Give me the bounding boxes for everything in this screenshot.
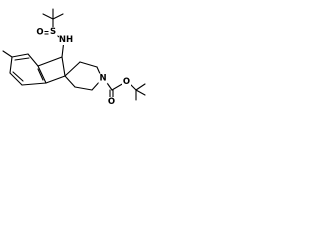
chemical-structure-diagram: S O NH N O O xyxy=(2,8,146,107)
cyclopentane-bond-4 xyxy=(37,56,63,67)
ester-oxygen-atom: O xyxy=(122,77,131,87)
benzene-inner-double-3 xyxy=(37,68,44,81)
sulfinyl-oxygen-atom: O xyxy=(35,27,45,38)
cyclopentane-bond-2 xyxy=(45,75,66,84)
piperidine-bond-1 xyxy=(64,61,81,77)
benzene-bond-3 xyxy=(9,56,13,74)
piperidine-bond-5 xyxy=(74,86,93,91)
aryl-methyl-bond xyxy=(2,50,13,58)
carbonyl-oxygen-atom: O xyxy=(107,97,116,107)
carbonyl-oxygen-label: O xyxy=(108,97,115,107)
amine-nh-label: NH xyxy=(59,35,73,45)
piperidine-bond-6 xyxy=(64,75,76,88)
cyclopentane-bond-1 xyxy=(61,56,66,77)
tbutyl-bond-methyl-right xyxy=(52,13,64,20)
tbutyl-ester-methyl-1 xyxy=(135,83,146,91)
piperidine-nitrogen-atom: N xyxy=(98,73,108,84)
cyclopentane-bond-3 xyxy=(37,65,47,84)
tbutyl-ester-methyl-2 xyxy=(135,89,146,96)
benzene-bond-4 xyxy=(9,72,23,86)
sulfur-atom: S xyxy=(48,27,58,37)
benzene-inner-double-1 xyxy=(14,57,30,61)
amine-nh-atom: NH xyxy=(59,35,73,45)
sulfinyl-oxygen-label: O xyxy=(36,28,43,38)
piperidine-nitrogen-label: N xyxy=(99,74,106,84)
ester-oxygen-label: O xyxy=(123,77,130,87)
benzene-inner-double-2 xyxy=(12,71,24,82)
atom-labels: S O NH N O O xyxy=(35,27,131,107)
benzene-bond-1 xyxy=(27,53,39,67)
benzene-bond-5 xyxy=(21,82,47,86)
benzene-bond-2 xyxy=(11,53,29,58)
tbutyl-bond-methyl-left xyxy=(42,13,54,20)
piperidine-bond-2 xyxy=(79,61,98,68)
sulfur-label: S xyxy=(50,27,56,37)
